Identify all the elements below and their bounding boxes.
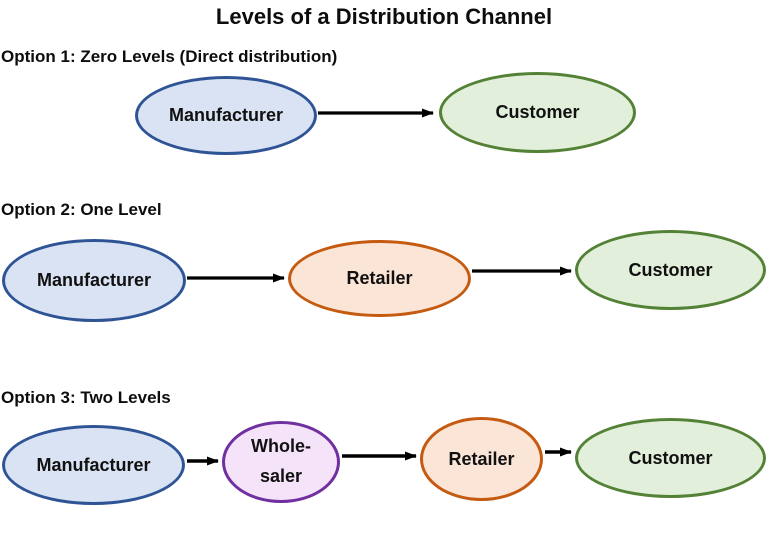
section-heading-option-2: Option 2: One Level: [1, 200, 162, 219]
node-label: Retailer: [346, 268, 413, 289]
node-label: Retailer: [448, 448, 515, 469]
page-title: Levels of a Distribution Channel: [215, 4, 553, 29]
node-label: Manufacturer: [36, 270, 152, 291]
node-label: Customer: [628, 259, 713, 280]
node-label: Customer: [495, 102, 580, 123]
node-customer-row3: Customer: [575, 418, 766, 498]
section-heading-option-1: Option 1: Zero Levels (Direct distributi…: [1, 47, 338, 66]
node-label-line1: Whole-: [251, 436, 311, 457]
node-label: Manufacturer: [36, 454, 151, 475]
node-customer-row1: Customer: [439, 72, 636, 153]
node-manufacturer-row1: Manufacturer: [135, 76, 317, 155]
node-retailer-row3: Retailer: [420, 417, 543, 501]
node-label: Manufacturer: [168, 105, 284, 126]
node-wholesaler-row3: Whole- saler: [222, 421, 340, 503]
node-retailer-row2: Retailer: [288, 240, 471, 317]
node-manufacturer-row3: Manufacturer: [2, 425, 185, 505]
section-heading-option-3: Option 3: Two Levels: [1, 388, 171, 407]
node-customer-row2: Customer: [575, 230, 766, 310]
node-label-line2: saler: [259, 466, 303, 486]
node-manufacturer-row2: Manufacturer: [2, 239, 186, 322]
node-label: Customer: [628, 447, 713, 468]
